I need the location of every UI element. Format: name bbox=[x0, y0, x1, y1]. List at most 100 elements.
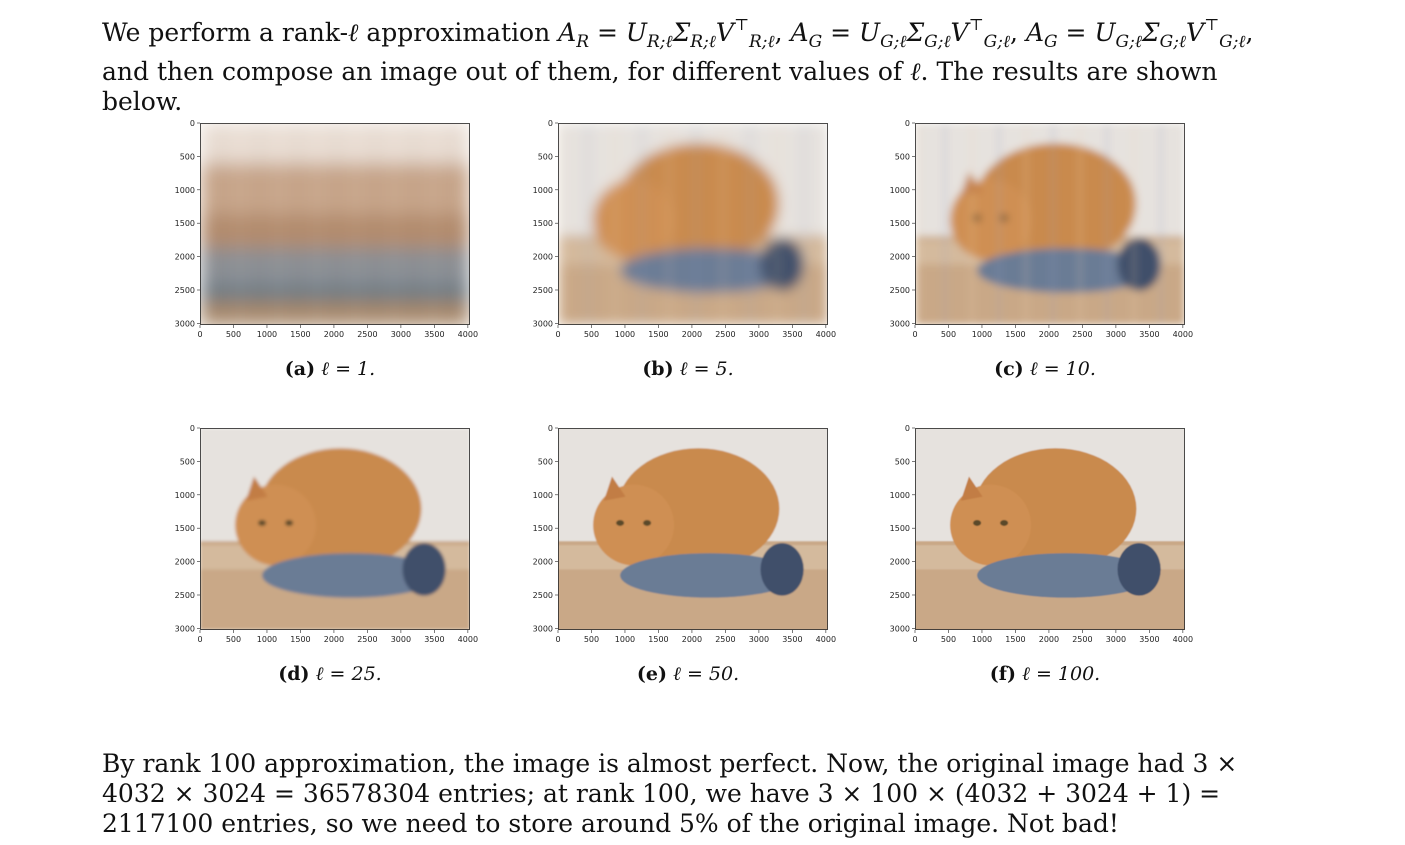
intro-text-3: , and then compose an image out of them,… bbox=[102, 18, 1254, 86]
x-tick-label: 3500 bbox=[1139, 330, 1159, 339]
y-tick-label: 2000 bbox=[533, 558, 553, 567]
x-tick-label: 2500 bbox=[1072, 330, 1092, 339]
x-tick-label: 1000 bbox=[615, 635, 635, 644]
axes-frame bbox=[915, 123, 1185, 325]
axes-frame bbox=[200, 428, 470, 630]
y-tick-label: 500 bbox=[538, 152, 553, 161]
y-tick-label: 2000 bbox=[533, 253, 553, 262]
x-tick-label: 0 bbox=[555, 330, 560, 339]
panel-f-caption: (f) ℓ = 100. bbox=[989, 663, 1101, 685]
x-tick-label: 2500 bbox=[715, 635, 735, 644]
axes-frame bbox=[915, 428, 1185, 630]
x-tick-label: 1000 bbox=[972, 635, 992, 644]
x-tick-label: 1500 bbox=[648, 330, 668, 339]
y-tick-label: 2500 bbox=[890, 286, 910, 295]
y-tick-label: 1000 bbox=[175, 186, 195, 195]
x-tick-label: 2000 bbox=[1039, 635, 1059, 644]
y-tick-label: 0 bbox=[548, 424, 553, 433]
y-tick-label: 2500 bbox=[533, 286, 553, 295]
x-tick-label: 0 bbox=[555, 635, 560, 644]
x-tick-label: 3500 bbox=[424, 330, 444, 339]
y-tick-label: 3000 bbox=[890, 624, 910, 633]
y-tick-label: 1000 bbox=[533, 491, 553, 500]
equation-green-2: AG = UG;ℓΣG;ℓV⊤G;ℓ bbox=[1025, 15, 1246, 52]
x-tick-label: 3500 bbox=[782, 635, 802, 644]
x-tick-label: 1000 bbox=[615, 330, 635, 339]
equation-green-1: AG = UG;ℓΣG;ℓV⊤G;ℓ bbox=[790, 15, 1011, 52]
x-tick-label: 4000 bbox=[1173, 635, 1193, 644]
y-tick-label: 500 bbox=[895, 457, 910, 466]
y-tick-label: 3000 bbox=[175, 319, 195, 328]
x-tick-label: 1000 bbox=[972, 330, 992, 339]
reconstructed-image bbox=[915, 428, 1185, 630]
reconstructed-image bbox=[558, 428, 828, 630]
intro-text-4: . The results are shown below. bbox=[102, 57, 1218, 116]
y-tick-label: 3000 bbox=[890, 319, 910, 328]
y-tick-label: 1000 bbox=[890, 186, 910, 195]
x-tick-label: 3000 bbox=[749, 635, 769, 644]
ell-symbol: ℓ bbox=[348, 18, 359, 47]
reconstructed-image bbox=[200, 428, 470, 630]
x-tick-label: 4000 bbox=[458, 635, 478, 644]
panel-d-caption: (d) ℓ = 25. bbox=[278, 663, 382, 685]
y-tick-label: 0 bbox=[905, 424, 910, 433]
x-tick-label: 3500 bbox=[424, 635, 444, 644]
x-tick-label: 2000 bbox=[682, 635, 702, 644]
ell-symbol: ℓ bbox=[910, 57, 921, 86]
y-tick-label: 2500 bbox=[175, 591, 195, 600]
y-tick-label: 1500 bbox=[890, 524, 910, 533]
y-tick-label: 3000 bbox=[533, 624, 553, 633]
x-tick-label: 4000 bbox=[458, 330, 478, 339]
x-tick-label: 500 bbox=[941, 330, 956, 339]
x-tick-label: 1000 bbox=[257, 635, 277, 644]
y-tick-label: 2500 bbox=[890, 591, 910, 600]
y-tick-label: 3000 bbox=[175, 624, 195, 633]
y-tick-label: 1500 bbox=[175, 524, 195, 533]
x-tick-label: 2500 bbox=[1072, 635, 1092, 644]
x-tick-label: 3000 bbox=[391, 635, 411, 644]
y-tick-label: 1500 bbox=[533, 219, 553, 228]
x-tick-label: 0 bbox=[912, 330, 917, 339]
y-tick-label: 0 bbox=[190, 119, 195, 128]
y-tick-label: 2000 bbox=[890, 558, 910, 567]
x-tick-label: 2000 bbox=[682, 330, 702, 339]
x-tick-label: 1500 bbox=[1005, 330, 1025, 339]
x-tick-label: 1500 bbox=[290, 330, 310, 339]
equation-red: AR = UR;ℓΣR;ℓV⊤R;ℓ bbox=[558, 15, 775, 52]
x-tick-label: 3500 bbox=[1139, 635, 1159, 644]
y-tick-label: 0 bbox=[548, 119, 553, 128]
y-tick-label: 500 bbox=[538, 457, 553, 466]
y-tick-label: 500 bbox=[180, 152, 195, 161]
panel-c-caption: (c) ℓ = 10. bbox=[994, 358, 1096, 380]
y-tick-label: 2500 bbox=[175, 286, 195, 295]
x-tick-label: 1500 bbox=[290, 635, 310, 644]
x-tick-label: 2500 bbox=[357, 635, 377, 644]
x-tick-label: 500 bbox=[941, 635, 956, 644]
y-tick-label: 2500 bbox=[533, 591, 553, 600]
axes-frame bbox=[558, 123, 828, 325]
x-tick-label: 0 bbox=[197, 635, 202, 644]
x-tick-label: 0 bbox=[912, 635, 917, 644]
y-tick-label: 1500 bbox=[890, 219, 910, 228]
x-tick-label: 3000 bbox=[1106, 635, 1126, 644]
x-tick-label: 4000 bbox=[816, 330, 836, 339]
y-tick-label: 1500 bbox=[533, 524, 553, 533]
x-tick-label: 500 bbox=[584, 635, 599, 644]
panel-e-caption: (e) ℓ = 50. bbox=[636, 663, 740, 685]
y-tick-label: 500 bbox=[180, 457, 195, 466]
y-tick-label: 2000 bbox=[890, 253, 910, 262]
x-tick-label: 2500 bbox=[715, 330, 735, 339]
conclusion-paragraph: By rank 100 approximation, the image is … bbox=[102, 749, 1238, 838]
x-tick-label: 3500 bbox=[782, 330, 802, 339]
